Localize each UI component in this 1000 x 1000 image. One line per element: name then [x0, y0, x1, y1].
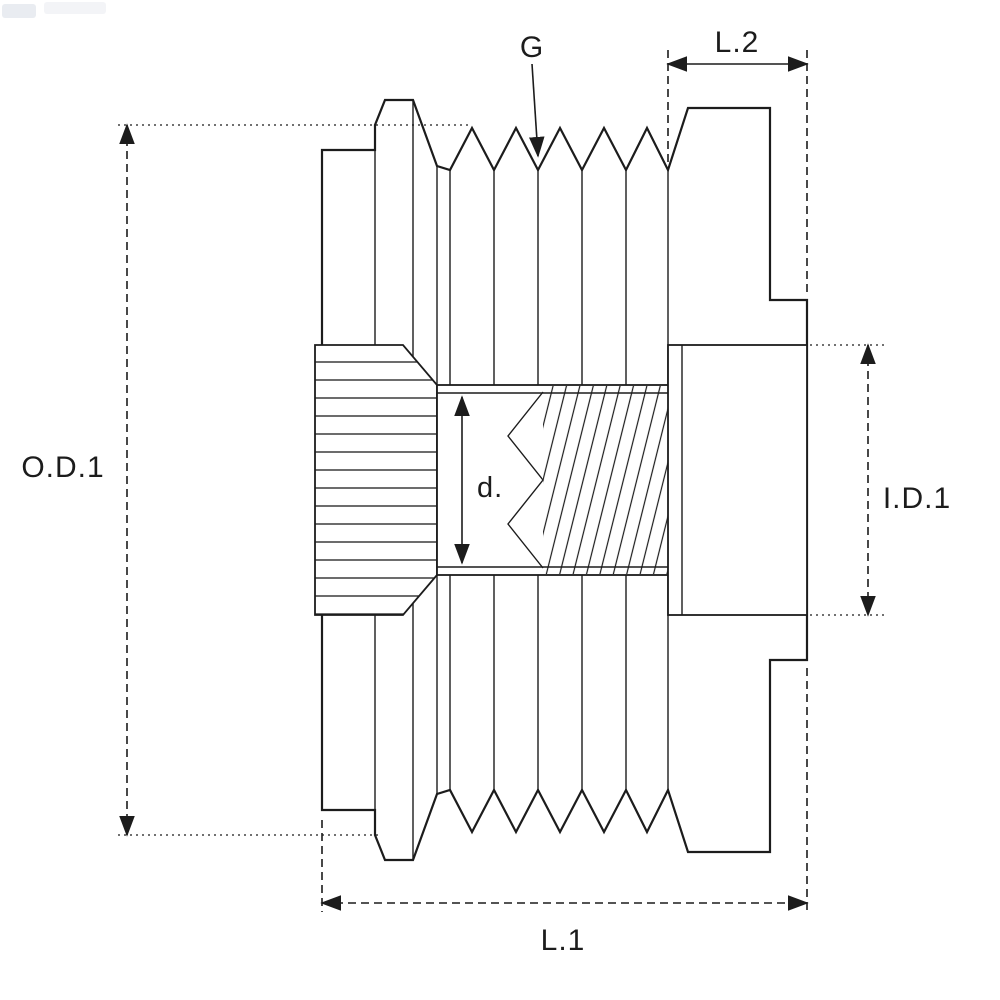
watermark-artifact-left [2, 4, 36, 18]
id1-dimension: I.D.1 [810, 343, 951, 617]
l2-label: L.2 [715, 26, 760, 59]
hub-hatched-block [314, 344, 438, 616]
pulley-outer-profile [320, 98, 809, 862]
d-dimension: d. [454, 395, 503, 565]
l1-dimension: L.1 [320, 668, 809, 957]
diagonal-hatch-area [543, 386, 668, 574]
thread-zigzag-symbol [507, 391, 544, 569]
od1-label: O.D.1 [21, 451, 104, 484]
id1-label: I.D.1 [883, 482, 951, 515]
bore-section [436, 384, 669, 576]
bearing-cylinder [667, 344, 808, 616]
l2-dimension: L.2 [666, 26, 809, 296]
watermark-artifact-right [44, 2, 106, 14]
g-leader: G [520, 31, 545, 158]
g-label: G [520, 31, 544, 64]
d-label: d. [477, 472, 503, 504]
l1-label: L.1 [541, 924, 586, 957]
od1-dimension: O.D.1 [21, 123, 470, 837]
